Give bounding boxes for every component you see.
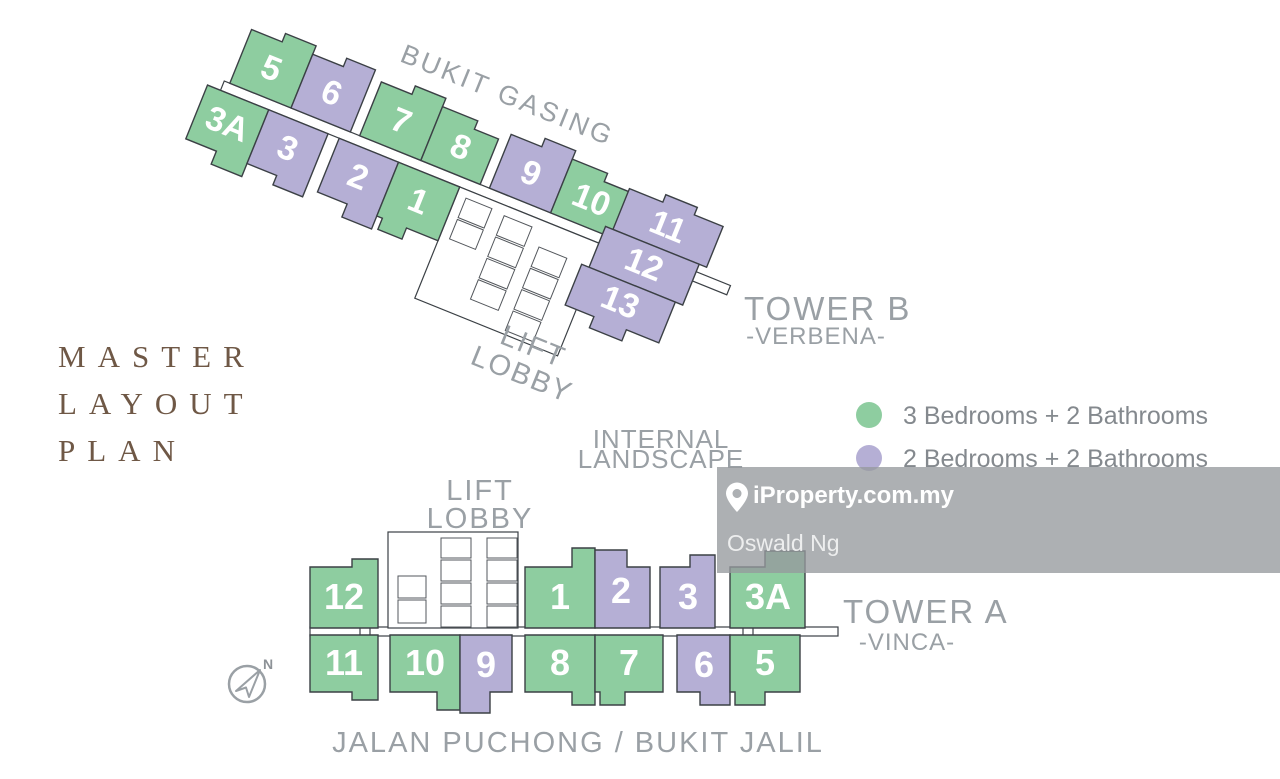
unit-a-8-label: 8 [550, 642, 570, 683]
lift-shaft-cell [530, 246, 568, 279]
tower-b-plan: 5 6 7 8 9 10 11 12 13 3A 3 2 1 BUKIT GAS… [184, 28, 732, 410]
tower-a-lift-lobby-label-1: LIFT [446, 475, 514, 507]
unit-a-10-label: 10 [405, 642, 445, 683]
tower-a-subtitle: -VINCA- [859, 629, 955, 656]
road-label: JALAN PUCHONG / BUKIT JALIL [332, 727, 824, 759]
unit-a-2-label: 2 [611, 570, 631, 611]
watermark-agent-name: Oswald Ng [727, 530, 839, 556]
unit-a-12 [309, 558, 379, 629]
lift-shaft-cell [487, 236, 525, 269]
unit-a-11-label: 11 [325, 642, 363, 683]
watermark: iProperty.com.my Oswald Ng [717, 467, 1280, 573]
legend: 3 Bedrooms + 2 Bathrooms 2 Bedrooms + 2 … [856, 402, 1208, 473]
lift-shaft-cell [521, 267, 559, 300]
lift-shaft-cell [504, 310, 542, 343]
unit-a-6-label: 6 [694, 644, 714, 685]
unit-b-9 [488, 133, 577, 214]
unit-a-7 [594, 634, 664, 706]
compass-north-label: N [263, 656, 273, 672]
unit-a-11 [309, 634, 379, 701]
iproperty-pin-icon [726, 482, 748, 512]
lift-shaft-cell [440, 582, 472, 605]
internal-landscape-label-2: LANDSCAPE [578, 444, 745, 474]
unit-a-3-label: 3 [678, 576, 698, 617]
lift-shaft-cell [440, 559, 472, 582]
tower-b-lift-shafts [448, 197, 568, 343]
lift-shaft-cell [397, 575, 427, 599]
tower-a-lift-lobby-label-2: LOBBY [427, 503, 534, 535]
lift-shaft-cell [448, 218, 484, 251]
unit-a-3a-label: 3A [745, 576, 791, 617]
unit-a-5 [729, 634, 801, 706]
lift-shaft-cell [397, 599, 427, 624]
lift-shaft-cell [469, 279, 507, 312]
unit-a-3 [659, 554, 716, 629]
unit-b-1 [375, 161, 461, 242]
compass-arrow-icon [235, 669, 261, 698]
unit-a-9-label: 9 [476, 644, 496, 685]
unit-b-6 [290, 53, 377, 133]
unit-a-12-label: 12 [324, 576, 364, 617]
unit-a-1-label: 1 [550, 576, 570, 617]
lift-shaft-cell [457, 197, 493, 229]
lift-shaft-cell [440, 605, 472, 628]
lift-shaft-cell [486, 582, 518, 605]
lift-shaft-cell [513, 289, 551, 322]
lift-shaft-cell [440, 537, 472, 559]
unit-a-1 [524, 547, 596, 629]
page-title: MASTER LAYOUT PLAN [58, 339, 256, 468]
unit-b-8 [419, 105, 500, 186]
unit-b-3 [246, 108, 329, 198]
unit-a-2 [594, 549, 651, 629]
internal-landscape-label-1: INTERNAL [593, 424, 730, 454]
tower-a-plan: 12 1 2 3 3A 11 10 9 8 7 6 5 LIFT LOBBY I… [309, 424, 839, 759]
tower-a-lift-shafts [397, 537, 518, 628]
page-title-line-3: PLAN [58, 433, 187, 468]
unit-a-7-label: 7 [619, 642, 639, 683]
legend-3br-label: 3 Bedrooms + 2 Bathrooms [903, 402, 1208, 430]
compass: N [227, 656, 273, 704]
page-title-line-2: LAYOUT [58, 386, 255, 421]
page-title-line-1: MASTER [58, 339, 256, 374]
legend-2br-swatch [856, 445, 882, 471]
lift-shaft-cell [486, 559, 518, 582]
tower-b-name: TOWER B [744, 290, 911, 327]
legend-3br-swatch [856, 402, 882, 428]
watermark-brand: iProperty.com.my [753, 482, 955, 509]
tower-a-name: TOWER A [843, 593, 1009, 630]
lift-shaft-cell [495, 215, 533, 248]
watermark-box [717, 467, 1280, 573]
unit-a-9 [459, 634, 513, 714]
unit-b-7 [358, 81, 447, 162]
unit-b-5 [228, 28, 318, 109]
compass-circle-icon [227, 664, 267, 704]
tower-b-subtitle: -VERBENA- [746, 323, 886, 350]
unit-b-13 [564, 263, 677, 344]
lift-shaft-cell [478, 257, 516, 290]
lift-shaft-cell [486, 605, 518, 628]
unit-a-5-label: 5 [755, 642, 775, 683]
lift-shaft-cell [486, 537, 518, 559]
